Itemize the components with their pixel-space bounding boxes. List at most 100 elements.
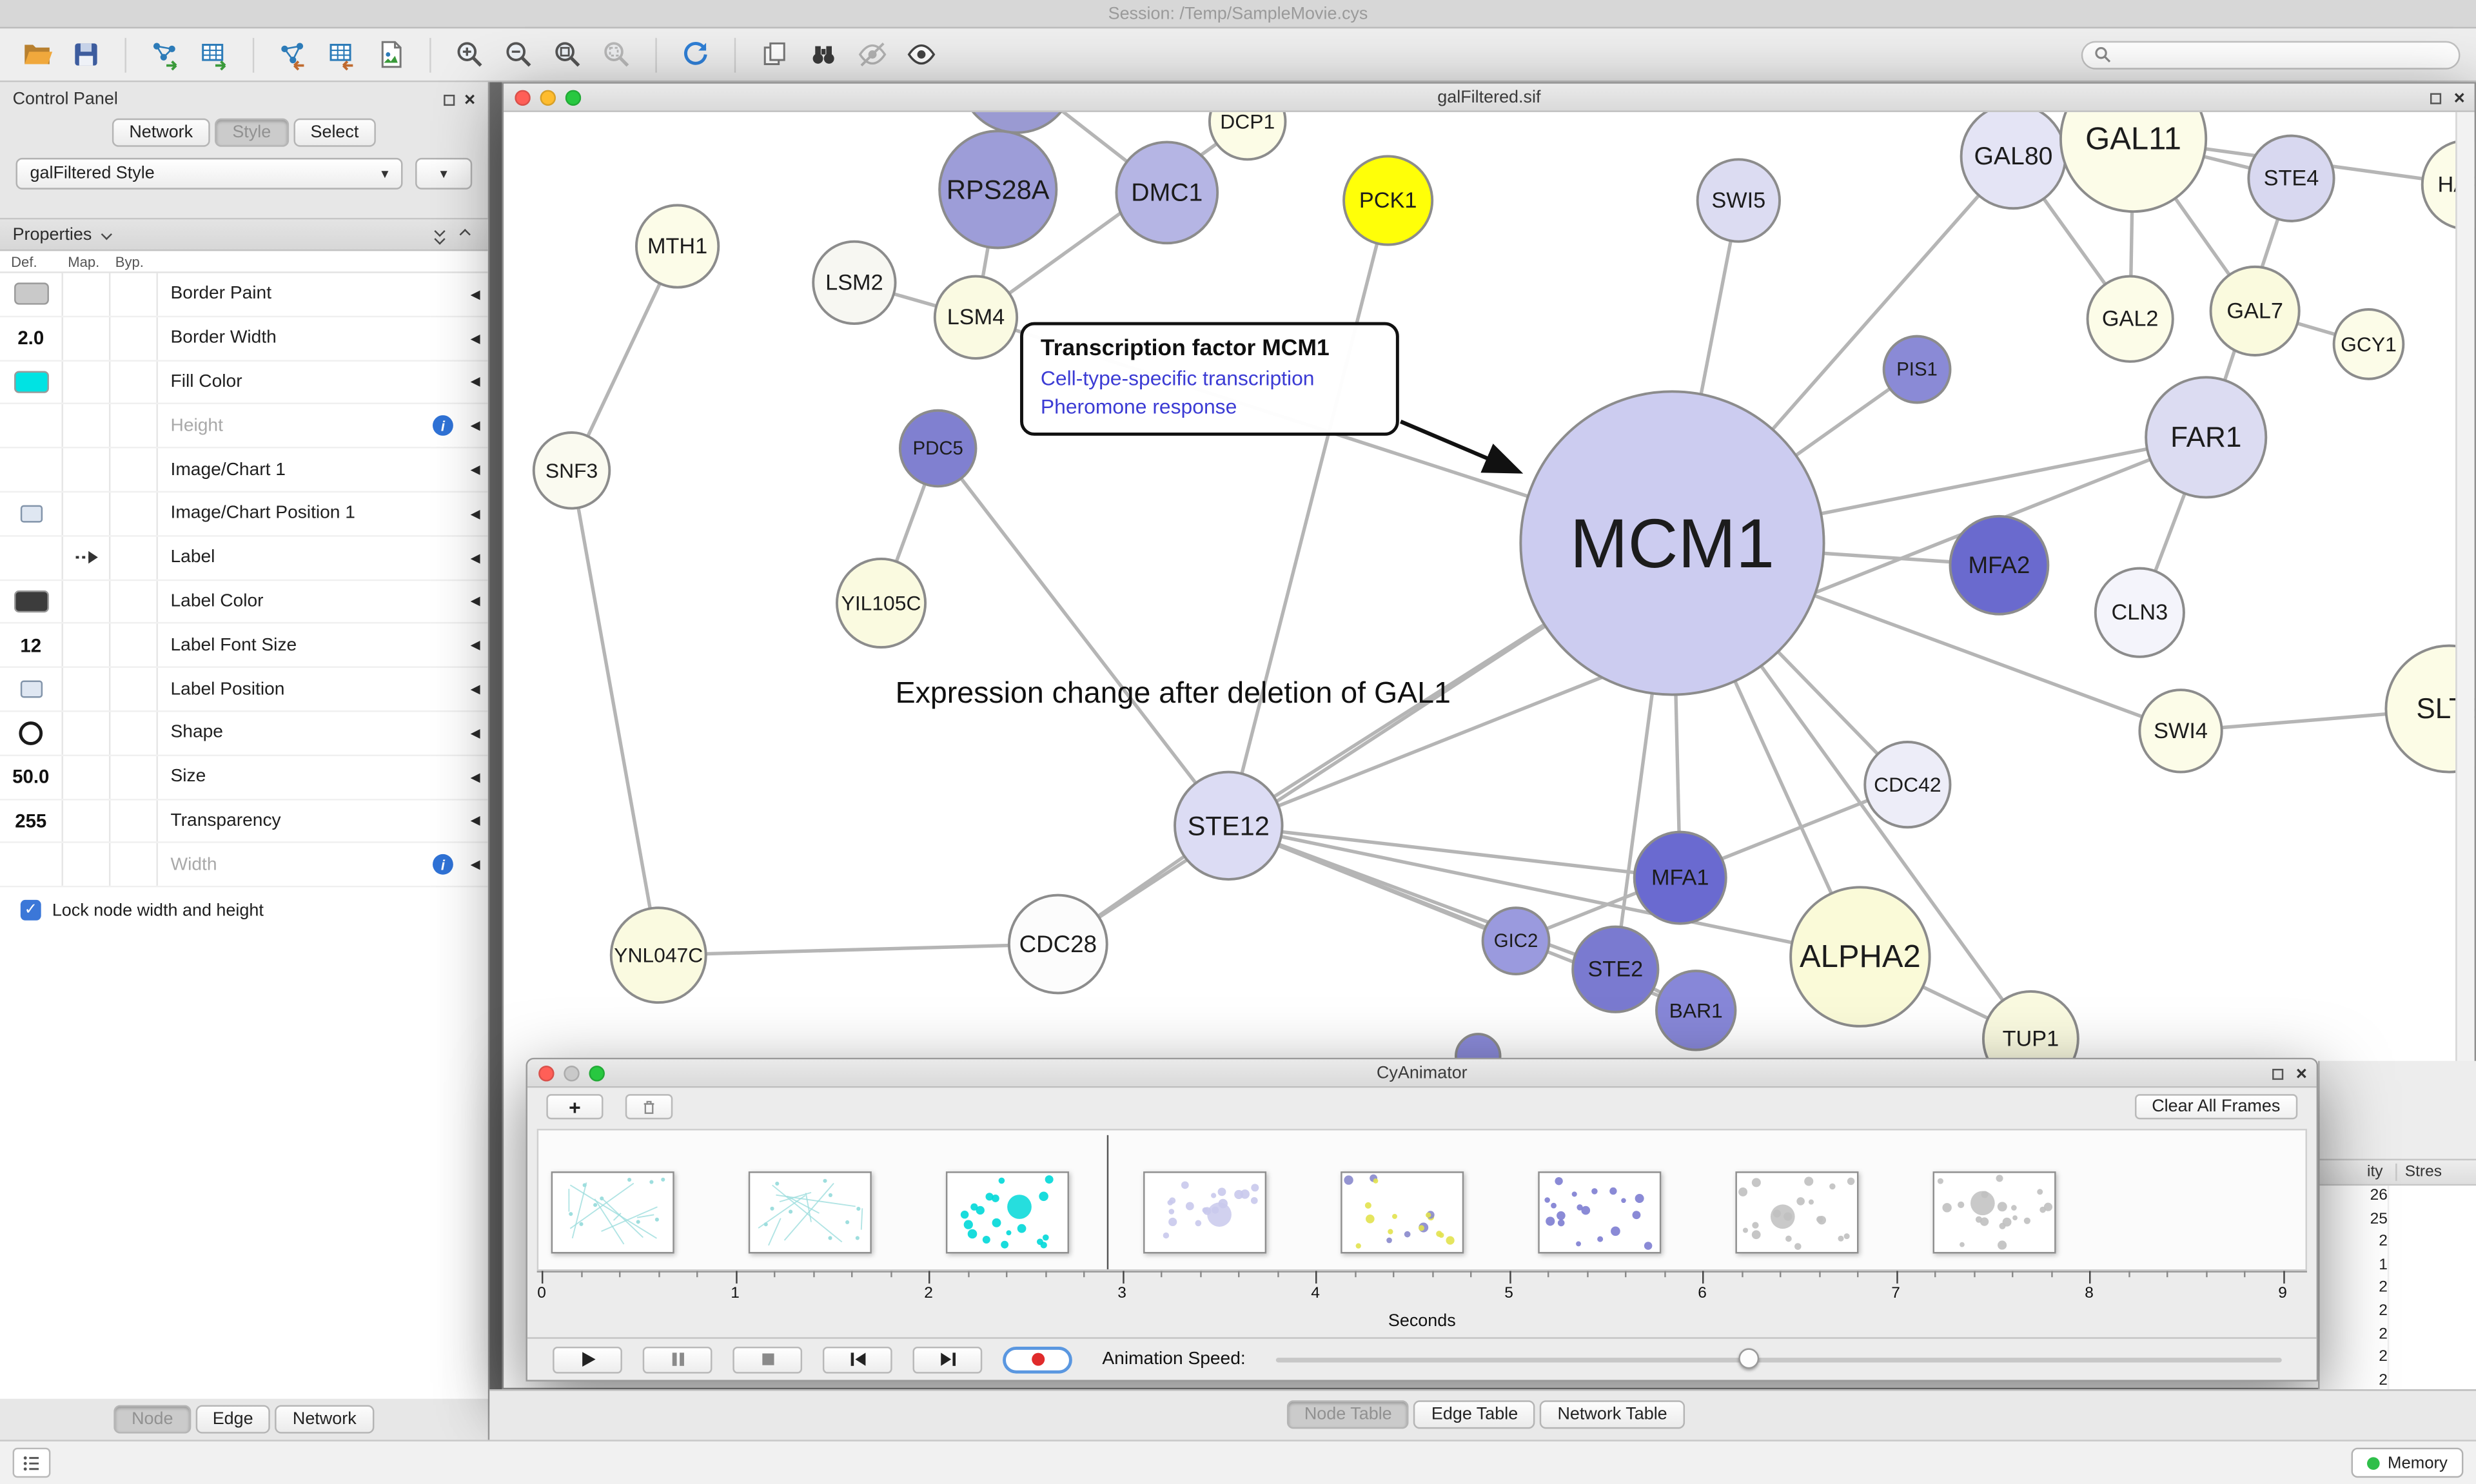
expand-arrow-icon[interactable]: ◀ xyxy=(470,594,480,609)
bypass-cell[interactable] xyxy=(110,756,158,799)
minimize-traffic-light[interactable] xyxy=(540,90,556,106)
network-node-GAL2[interactable]: GAL2 xyxy=(2086,275,2174,363)
zoom-fit-button[interactable] xyxy=(546,33,589,75)
default-value-cell[interactable] xyxy=(0,360,63,404)
expand-arrow-icon[interactable]: ◀ xyxy=(470,857,480,872)
close-traffic-light[interactable] xyxy=(515,90,531,106)
default-value-cell[interactable] xyxy=(0,404,63,447)
expand-arrow-icon[interactable]: ◀ xyxy=(470,331,480,346)
close-window-icon[interactable]: × xyxy=(2453,86,2465,109)
open-session-button[interactable] xyxy=(15,33,58,75)
pause-button[interactable] xyxy=(642,1345,712,1373)
network-node-CDC42[interactable]: CDC42 xyxy=(1863,741,1952,829)
bypass-cell[interactable] xyxy=(110,712,158,755)
network-node-PIS1[interactable]: PIS1 xyxy=(1882,335,1952,404)
network-node-STE12[interactable]: STE12 xyxy=(1174,770,1284,881)
default-value-cell[interactable] xyxy=(0,448,63,491)
network-node-STE4[interactable]: STE4 xyxy=(2247,134,2335,222)
first-frame-button[interactable] xyxy=(822,1345,892,1373)
tab-select[interactable]: Select xyxy=(293,118,377,147)
hide-selected-button[interactable] xyxy=(851,33,894,75)
mapping-cell[interactable] xyxy=(63,624,111,667)
show-panels-button[interactable] xyxy=(12,1447,51,1478)
frame-thumbnail[interactable] xyxy=(1932,1171,2056,1254)
network-node-LSM4[interactable]: LSM4 xyxy=(933,275,1019,360)
frame-thumbnail[interactable] xyxy=(748,1171,872,1254)
default-value-cell[interactable]: 12 xyxy=(0,624,63,667)
style-options-button[interactable]: ▾ xyxy=(415,157,473,190)
copy-view-button[interactable] xyxy=(753,33,796,75)
network-node-ALPHA2[interactable]: ALPHA2 xyxy=(1789,886,1931,1028)
bypass-cell[interactable] xyxy=(110,360,158,404)
mapping-cell[interactable] xyxy=(63,580,111,623)
apply-layout-button[interactable] xyxy=(674,33,717,75)
network-node-GAL7[interactable]: GAL7 xyxy=(2209,265,2301,356)
export-network-button[interactable] xyxy=(271,33,314,75)
frame-thumbnail[interactable] xyxy=(1735,1171,1859,1254)
bypass-cell[interactable] xyxy=(110,493,158,535)
zoom-in-button[interactable] xyxy=(449,33,491,75)
bypass-cell[interactable] xyxy=(110,536,158,579)
mapping-cell[interactable] xyxy=(63,493,111,535)
default-value-cell[interactable] xyxy=(0,580,63,623)
network-node-SNF3[interactable]: SNF3 xyxy=(532,431,611,510)
bypass-cell[interactable] xyxy=(110,273,158,316)
float-window-icon[interactable] xyxy=(2430,92,2442,104)
clear-all-frames-button[interactable]: Clear All Frames xyxy=(2134,1094,2298,1120)
search-input[interactable] xyxy=(2119,44,2448,64)
frame-thumbnail[interactable] xyxy=(1143,1171,1267,1254)
expand-icon[interactable] xyxy=(459,229,471,240)
import-network-button[interactable] xyxy=(144,33,186,75)
export-table-button[interactable] xyxy=(320,33,363,75)
mapping-cell[interactable] xyxy=(63,668,111,710)
last-frame-button[interactable] xyxy=(912,1345,983,1373)
default-value-cell[interactable] xyxy=(0,668,63,710)
style-dropdown[interactable]: galFiltered Style ▾ xyxy=(15,157,403,190)
table-header-row[interactable]: ity Stres xyxy=(2319,1158,2476,1186)
network-node-FAR1[interactable]: FAR1 xyxy=(2145,376,2268,499)
mapping-cell[interactable] xyxy=(63,712,111,755)
network-node-MTH1[interactable]: MTH1 xyxy=(634,204,720,289)
zoom-traffic-light[interactable] xyxy=(565,90,582,106)
default-value-cell[interactable]: 50.0 xyxy=(0,756,63,799)
expand-arrow-icon[interactable]: ◀ xyxy=(470,726,480,741)
network-edge[interactable] xyxy=(1226,200,1390,826)
mapping-cell[interactable] xyxy=(63,404,111,447)
tab-network[interactable]: Network xyxy=(112,118,211,147)
network-node-SLT2[interactable]: SLT2 xyxy=(2384,644,2475,774)
frame-thumbnail[interactable] xyxy=(551,1171,674,1254)
stop-button[interactable] xyxy=(732,1345,803,1373)
default-value-cell[interactable] xyxy=(0,843,63,886)
bypass-cell[interactable] xyxy=(110,404,158,447)
show-all-button[interactable] xyxy=(900,33,943,75)
expand-arrow-icon[interactable]: ◀ xyxy=(470,375,480,389)
record-button[interactable] xyxy=(1003,1345,1072,1373)
expand-arrow-icon[interactable]: ◀ xyxy=(470,550,480,565)
network-node-GIC2[interactable]: GIC2 xyxy=(1481,906,1551,975)
network-node-BAR1[interactable]: BAR1 xyxy=(1655,970,1737,1051)
import-table-button[interactable] xyxy=(193,33,235,75)
network-edge[interactable] xyxy=(974,120,1249,319)
property-row[interactable]: Shape◀ xyxy=(0,712,488,756)
float-window-icon[interactable] xyxy=(2272,1068,2284,1079)
expand-arrow-icon[interactable]: ◀ xyxy=(470,682,480,697)
mapping-cell[interactable] xyxy=(63,536,111,579)
network-node-PDC5[interactable]: PDC5 xyxy=(898,409,978,488)
search-network-button[interactable] xyxy=(802,33,845,75)
mapping-cell[interactable] xyxy=(63,273,111,316)
network-node-YIL105C[interactable]: YIL105C xyxy=(836,557,927,649)
export-image-button[interactable] xyxy=(369,33,412,75)
network-node-GAL11[interactable]: GAL11 xyxy=(2059,112,2208,213)
frame-thumbnail[interactable] xyxy=(945,1171,1069,1254)
tab-edge-table[interactable]: Edge Table xyxy=(1413,1400,1536,1429)
bypass-cell[interactable] xyxy=(110,668,158,710)
mapping-cell[interactable] xyxy=(63,843,111,886)
bypass-cell[interactable] xyxy=(110,624,158,667)
property-row[interactable]: Image/Chart 1◀ xyxy=(0,448,488,493)
